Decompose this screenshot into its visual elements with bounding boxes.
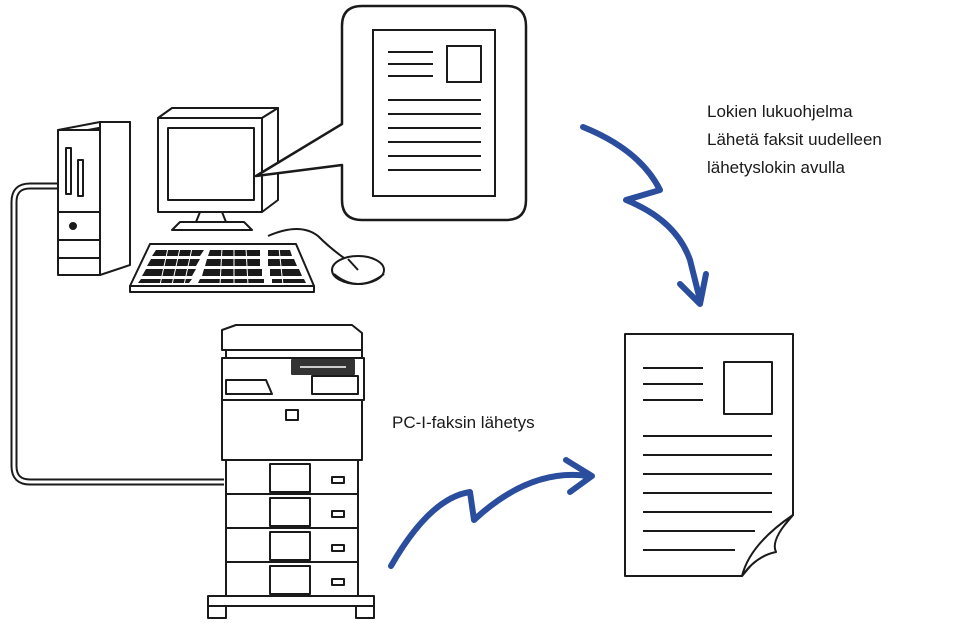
curved-arrow-icon: [388, 457, 595, 569]
resend-note-line-3: lähetyslokin avulla: [707, 158, 845, 177]
resend-note-line-2: Lähetä faksit uudelleen: [707, 130, 882, 149]
log-viewer-resend-note: Lokien lukuohjelma Lähetä faksit uudelle…: [707, 98, 882, 182]
resend-note-line-1: Lokien lukuohjelma: [707, 102, 853, 121]
document-callout: [254, 4, 528, 222]
document-icon: [372, 29, 496, 197]
keyboard-icon: [129, 243, 315, 293]
fax-document-icon: [624, 333, 794, 577]
monitor-icon: [157, 107, 279, 231]
multifunction-printer-icon: [207, 324, 375, 619]
curved-arrow-icon: [580, 124, 709, 307]
computer-tower-icon: [57, 121, 131, 276]
mouse-icon: [331, 255, 385, 285]
pc-fax-send-label: PC-I-faksin lähetys: [392, 413, 535, 432]
